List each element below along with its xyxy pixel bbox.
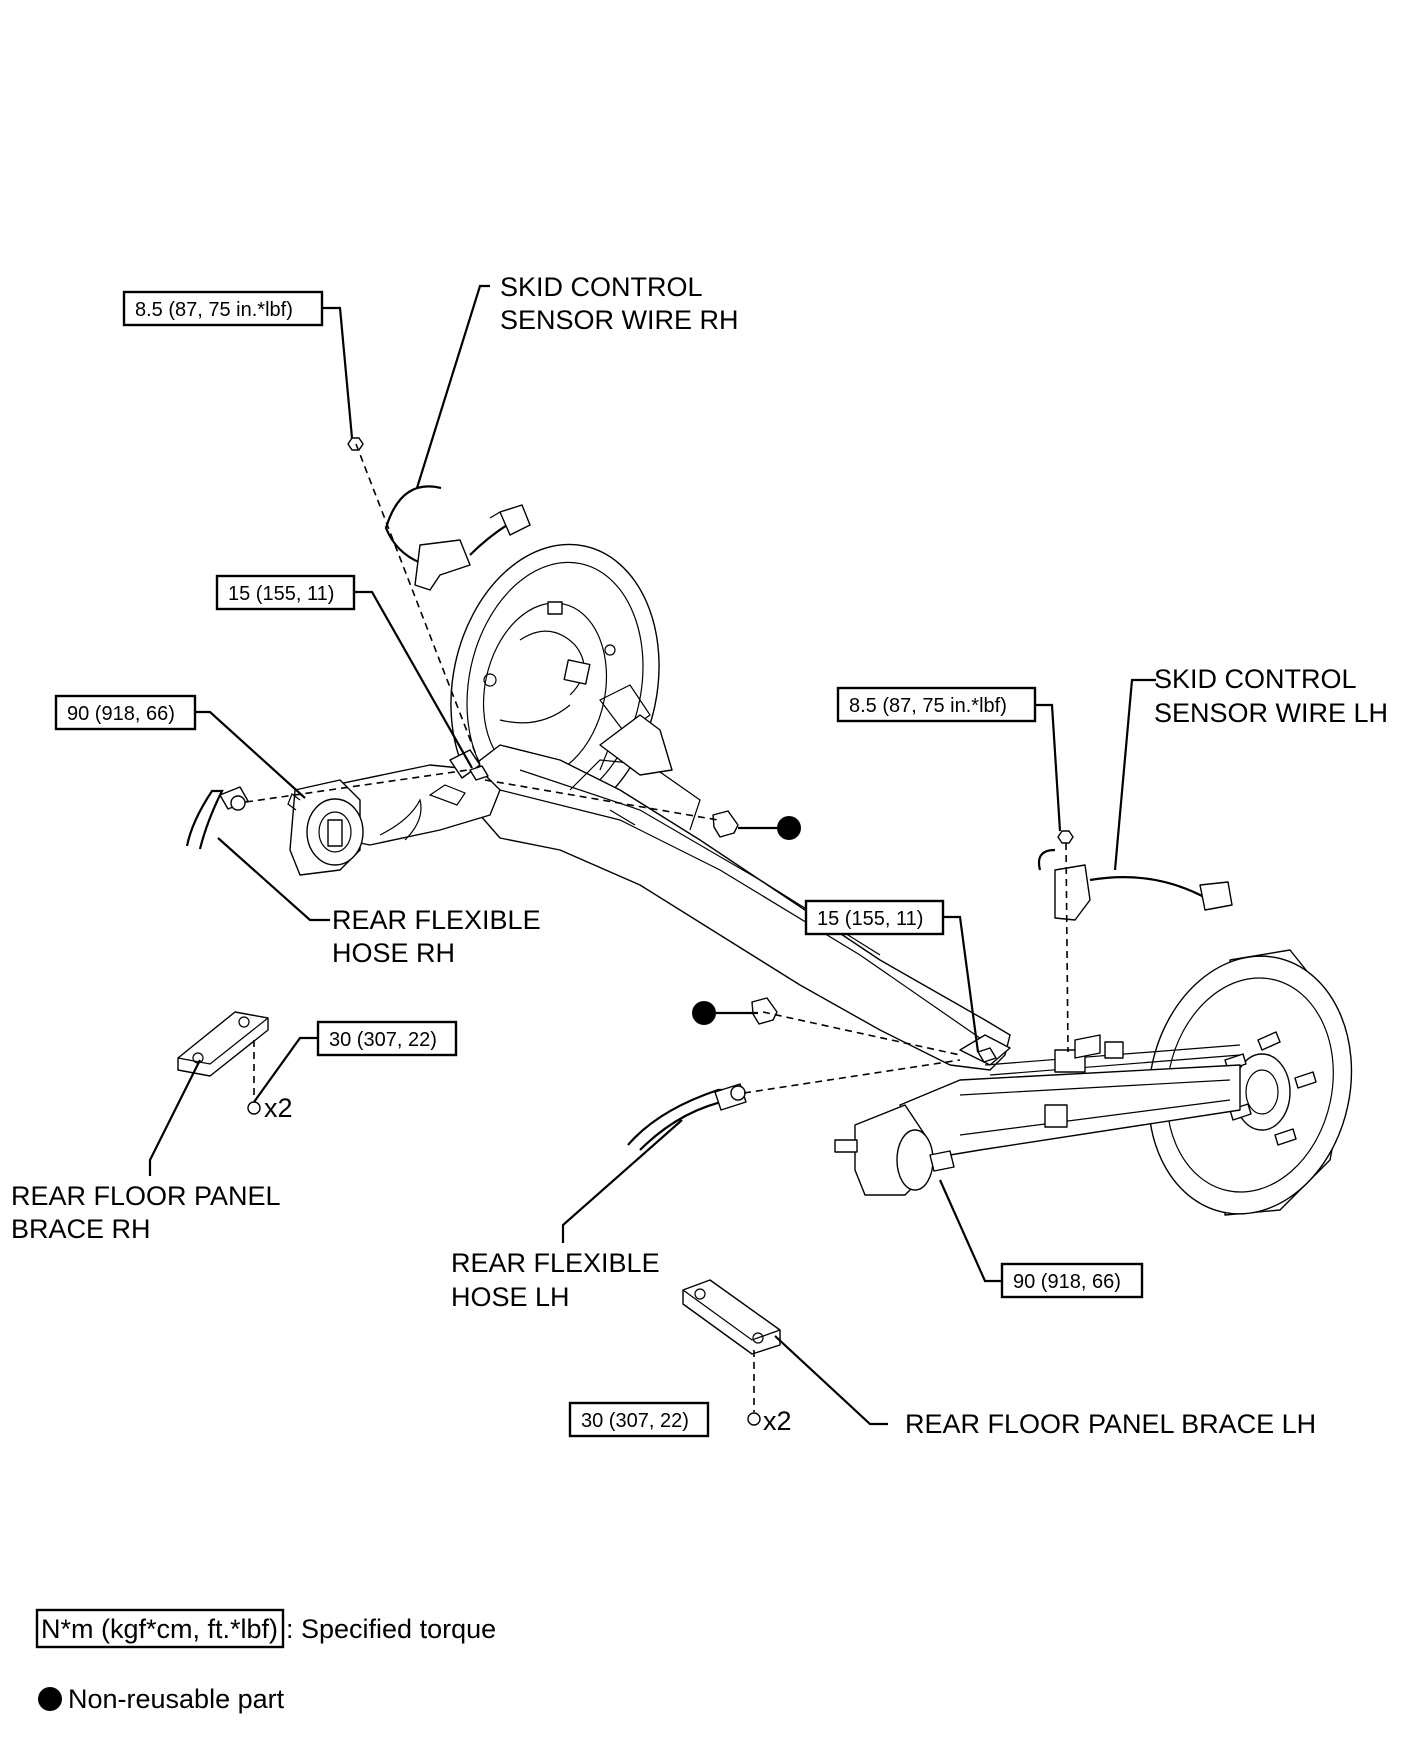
rh-axle-bushing xyxy=(287,779,364,876)
label-skid-control-sensor-wire-lh: SKID CONTROL SENSOR WIRE LH xyxy=(1154,664,1388,728)
axle-beam-assembly xyxy=(287,543,1011,1071)
label-rear-flexible-hose-lh: REAR FLEXIBLE HOSE LH xyxy=(451,1248,660,1312)
label-skid-control-sensor-wire-rh: SKID CONTROL SENSOR WIRE RH xyxy=(500,272,739,335)
label-rear-floor-panel-brace-lh: REAR FLOOR PANEL BRACE LH xyxy=(905,1409,1316,1439)
wheel-studs xyxy=(1224,1031,1317,1146)
qty-brace-lh: x2 xyxy=(763,1406,792,1436)
torque-sensor-rh: 8.5 (87, 75 in.*lbf) xyxy=(122,290,324,327)
svg-text:N*m (kgf*cm, ft.*lbf): N*m (kgf*cm, ft.*lbf) xyxy=(41,1614,278,1644)
non-reusable-markers xyxy=(692,816,801,1025)
non-reusable-dot xyxy=(692,1001,716,1025)
svg-text:: Specified torque: : Specified torque xyxy=(286,1614,496,1644)
leader-lines xyxy=(148,284,1156,1426)
svg-text:HOSE RH: HOSE RH xyxy=(332,938,455,968)
svg-text:SKID CONTROL: SKID CONTROL xyxy=(1154,664,1357,694)
skid-control-sensor-wire-rh xyxy=(384,485,531,591)
svg-text:15 (155, 11): 15 (155, 11) xyxy=(228,583,334,605)
rear-floor-panel-brace-lh xyxy=(682,1279,781,1355)
label-rear-floor-panel-brace-rh: REAR FLOOR PANEL BRACE RH xyxy=(11,1181,281,1244)
torque-tube-rh: 15 (155, 11) xyxy=(215,574,356,611)
assembly-dashed-lines xyxy=(245,443,1069,1412)
rear-flexible-hose-rh xyxy=(185,786,249,850)
svg-text:SENSOR WIRE LH: SENSOR WIRE LH xyxy=(1154,698,1388,728)
svg-text:90 (918, 66): 90 (918, 66) xyxy=(1013,1271,1121,1293)
fasteners xyxy=(247,437,1074,1426)
torque-brace-rh: 30 (307, 22) xyxy=(316,1020,458,1057)
svg-text:15 (155, 11): 15 (155, 11) xyxy=(817,908,923,930)
torque-bolt-lh: 90 (918, 66) xyxy=(1000,1262,1144,1299)
lh-brake-drum xyxy=(1147,949,1353,1216)
lh-axle-bushing xyxy=(834,1104,955,1196)
torque-brace-lh: 30 (307, 22) xyxy=(568,1401,710,1438)
non-reusable-dot xyxy=(38,1687,62,1711)
svg-text:SKID CONTROL: SKID CONTROL xyxy=(500,272,703,302)
svg-text:BRACE RH: BRACE RH xyxy=(11,1214,151,1244)
svg-text:REAR FLEXIBLE: REAR FLEXIBLE xyxy=(451,1248,660,1278)
skid-control-sensor-wire-lh xyxy=(1037,848,1233,921)
legend-non-reusable: Non-reusable part xyxy=(38,1684,285,1714)
rear-floor-panel-brace-rh xyxy=(177,1011,269,1077)
svg-text:30 (307, 22): 30 (307, 22) xyxy=(329,1029,437,1051)
torque-tube-lh: 15 (155, 11) xyxy=(804,899,945,936)
rear-flexible-hose-lh xyxy=(627,1083,747,1151)
svg-text:8.5 (87, 75 in.*lbf): 8.5 (87, 75 in.*lbf) xyxy=(135,299,293,321)
non-reusable-dot xyxy=(777,816,801,840)
svg-text:8.5 (87, 75 in.*lbf): 8.5 (87, 75 in.*lbf) xyxy=(849,695,1007,717)
rh-clip xyxy=(712,810,739,838)
svg-text:30 (307, 22): 30 (307, 22) xyxy=(581,1410,689,1432)
legend: N*m (kgf*cm, ft.*lbf) : Specified torque… xyxy=(35,1608,496,1714)
torque-bolt-rh: 90 (918, 66) xyxy=(54,694,197,731)
svg-text:REAR FLEXIBLE: REAR FLEXIBLE xyxy=(332,905,541,935)
torque-sensor-lh: 8.5 (87, 75 in.*lbf) xyxy=(836,686,1037,723)
svg-text:REAR FLOOR PANEL: REAR FLOOR PANEL xyxy=(11,1181,281,1211)
svg-text:Non-reusable part: Non-reusable part xyxy=(68,1684,285,1714)
lh-trailing-arm-assembly xyxy=(834,1034,1241,1196)
svg-text:SENSOR WIRE RH: SENSOR WIRE RH xyxy=(500,305,739,335)
axle-torsion-beam xyxy=(469,744,1011,1071)
lh-clip xyxy=(751,997,778,1025)
qty-brace-rh: x2 xyxy=(264,1093,293,1123)
svg-text:90 (918, 66): 90 (918, 66) xyxy=(67,703,175,725)
svg-text:HOSE LH: HOSE LH xyxy=(451,1282,570,1312)
label-rear-flexible-hose-rh: REAR FLEXIBLE HOSE RH xyxy=(332,905,541,968)
legend-torque: N*m (kgf*cm, ft.*lbf) : Specified torque xyxy=(35,1608,496,1649)
